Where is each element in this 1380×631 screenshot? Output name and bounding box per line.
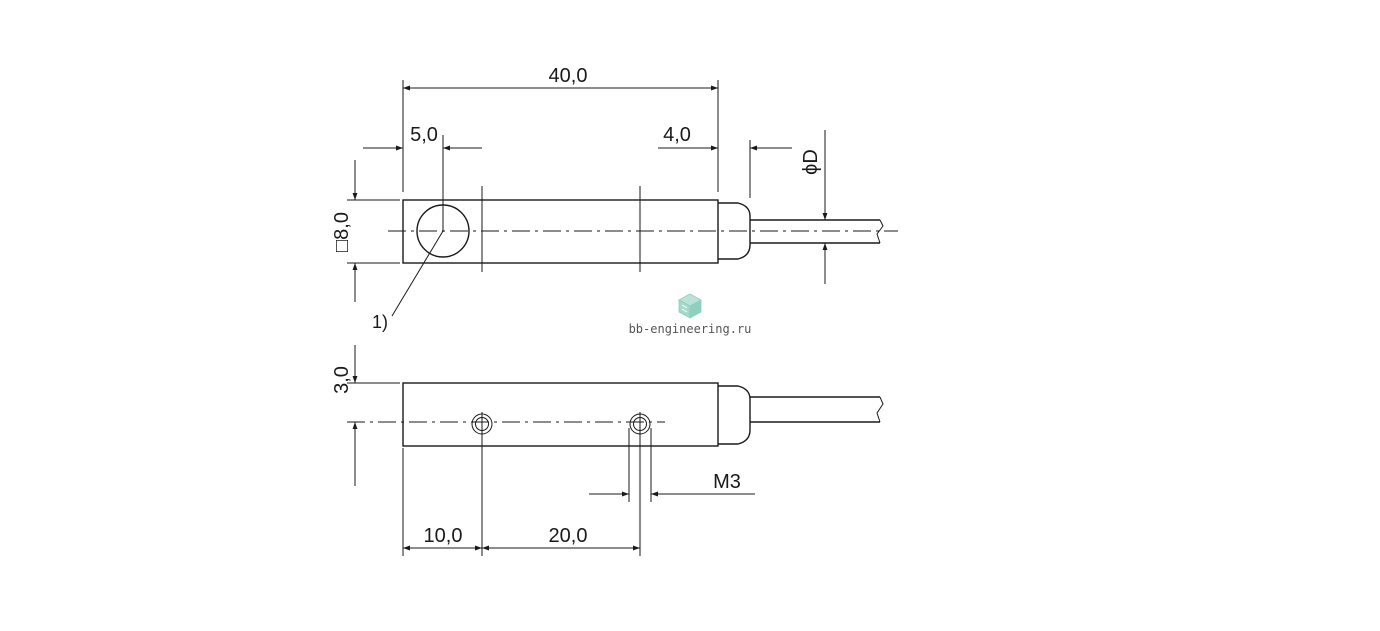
cable-break: [876, 219, 884, 244]
dim-top-offset: 3,0: [331, 366, 353, 394]
top-view: 40,0 5,0 4,0 ϕD □8,0 1): [331, 65, 898, 332]
dim-overall-length: 40,0: [549, 65, 588, 87]
dim-hole-spacing: 20,0: [549, 525, 588, 547]
note-leader: [391, 230, 444, 317]
dim-first-hole: 10,0: [424, 525, 463, 547]
mounting-hole-1: [471, 412, 493, 436]
cube-logo-icon: [678, 293, 702, 319]
sensor-body-side: [402, 382, 719, 447]
dim-thread: M3: [713, 471, 741, 493]
side-view: 3,0 10,0 20,0 M3: [331, 345, 884, 556]
dim-face-to-axis: 5,0: [410, 124, 438, 146]
dim-cable-diameter: ϕD: [800, 149, 822, 175]
cable-gland-side: [718, 385, 751, 445]
note-reference: 1): [372, 312, 388, 332]
dim-cable-offset: 4,0: [663, 124, 691, 146]
mounting-hole-2: [629, 412, 651, 436]
watermark-text: bb-engineering.ru: [629, 322, 752, 336]
cable-break: [876, 396, 884, 423]
watermark: bb-engineering.ru: [629, 293, 752, 336]
dim-square-section: □8,0: [331, 212, 353, 252]
cable-gland-top: [718, 202, 751, 260]
